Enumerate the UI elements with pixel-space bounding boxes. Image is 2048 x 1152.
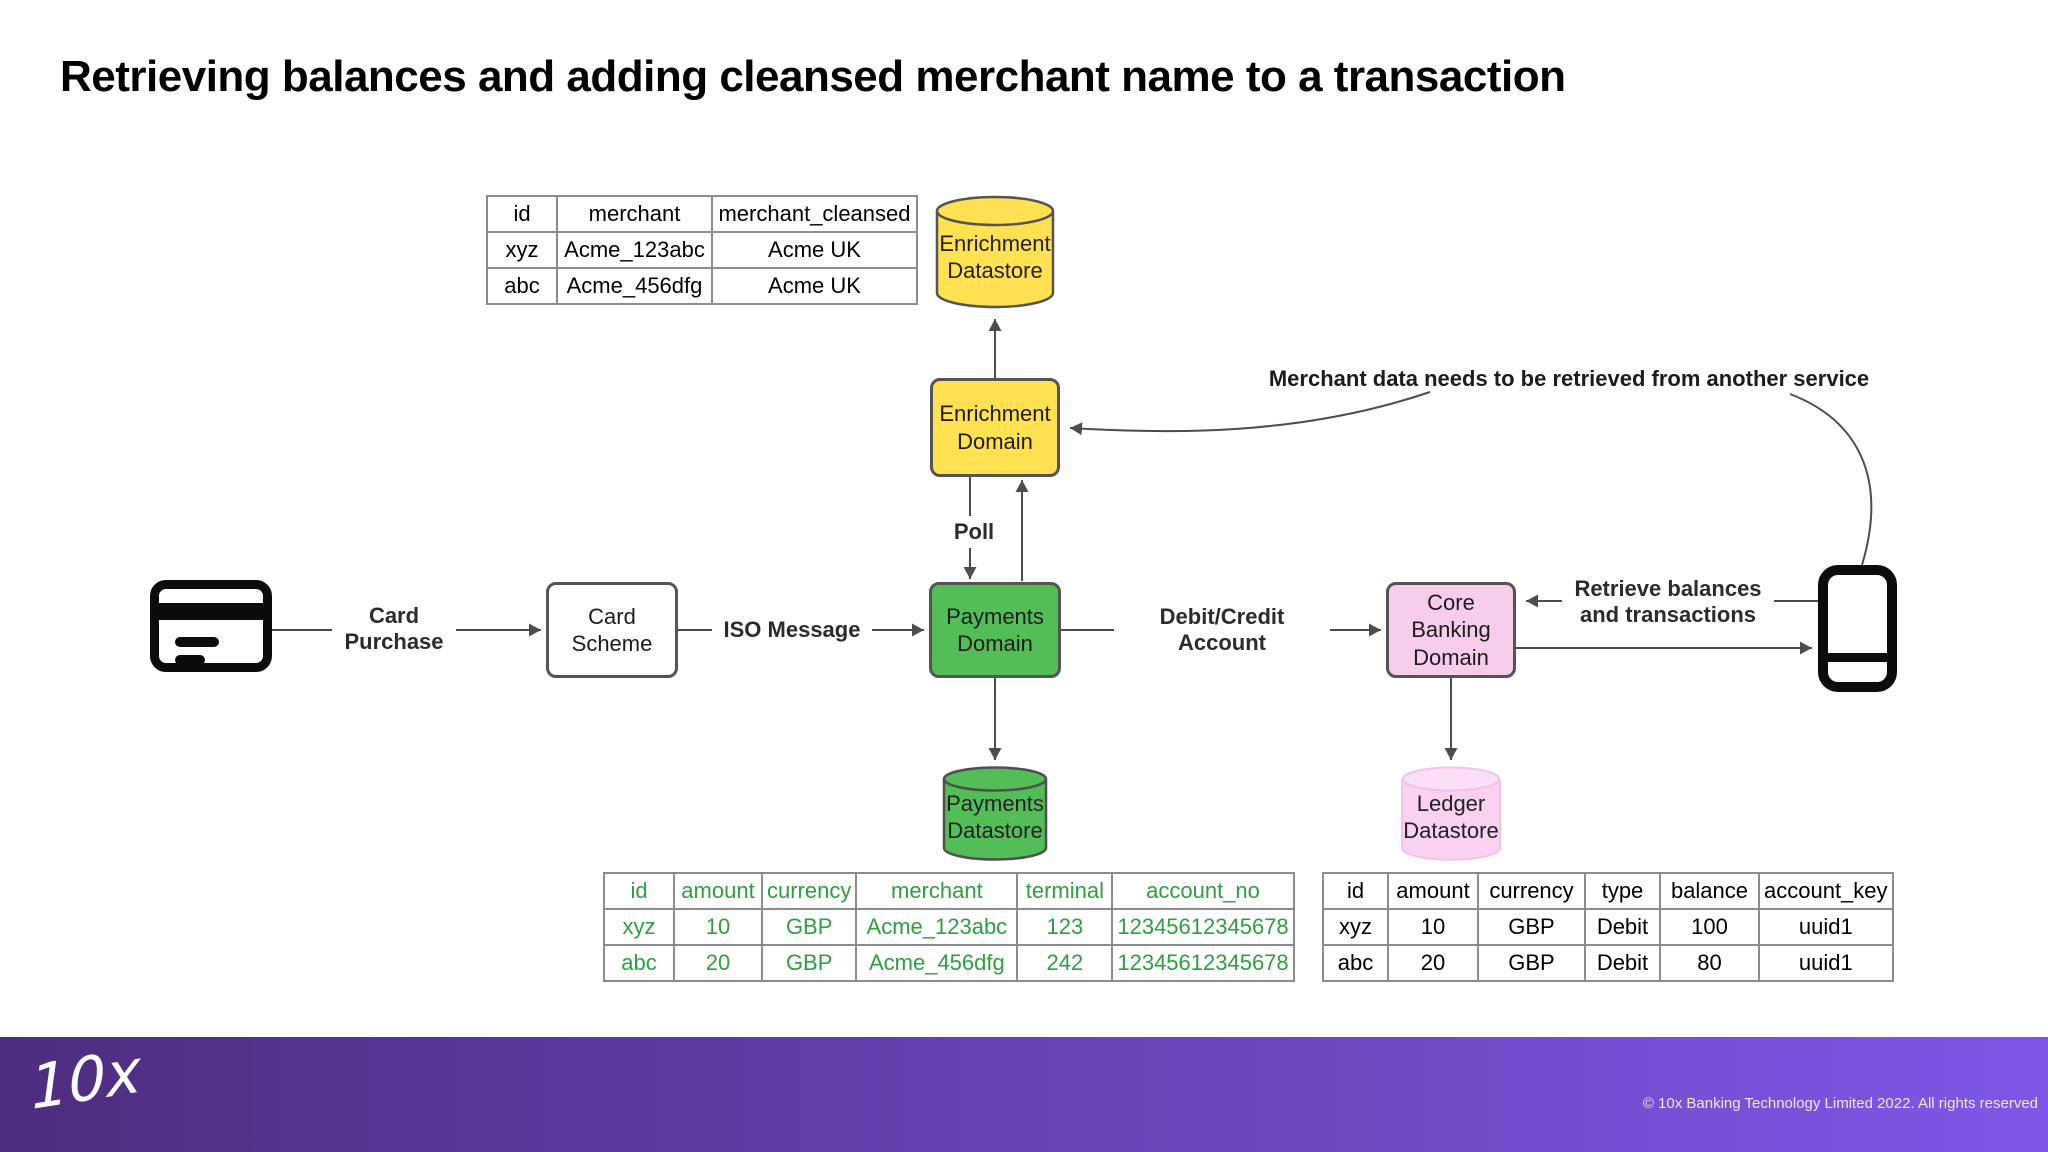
table-header-row: id amount currency merchant terminal acc… — [603, 872, 1295, 910]
table-cell: 242 — [1016, 944, 1114, 982]
table-cell: GBP — [1477, 944, 1586, 982]
iso-message-edge-label: ISO Message — [712, 614, 872, 646]
table-cell: 123 — [1016, 908, 1114, 946]
card-text-line — [175, 637, 219, 647]
card-scheme-label: Card Scheme — [571, 603, 653, 657]
table-header-row: id amount currency type balance account_… — [1322, 872, 1894, 910]
table-row: xyz Acme_123abc Acme UK — [486, 231, 918, 269]
card-stripe — [159, 603, 263, 620]
enrichment-table: id merchant merchant_cleansed xyz Acme_1… — [486, 195, 918, 305]
enrichment-domain-node: Enrichment Domain — [930, 378, 1060, 477]
table-header-cell: type — [1584, 872, 1661, 910]
table-cell: xyz — [486, 231, 558, 269]
table-cell: Debit — [1584, 908, 1661, 946]
table-cell: 20 — [1387, 944, 1479, 982]
edge-annotation-to-phone — [1789, 393, 1873, 566]
table-header-cell: account_key — [1758, 872, 1894, 910]
core-banking-domain-label: Core Banking Domain — [1411, 589, 1491, 670]
card-text-line — [175, 655, 205, 665]
payments-domain-label: Payments Domain — [946, 603, 1044, 657]
table-header-cell: id — [1322, 872, 1389, 910]
card-purchase-edge-label: Card Purchase — [332, 600, 456, 658]
annotation-text: Merchant data needs to be retrieved from… — [1268, 366, 1870, 391]
table-cell: uuid1 — [1758, 944, 1894, 982]
table-cell: 10 — [1387, 908, 1479, 946]
mobile-phone-icon — [1818, 565, 1897, 692]
table-cell: 20 — [673, 944, 763, 982]
table-header-cell: id — [486, 195, 558, 233]
table-row: xyz 10 GBP Acme_123abc 123 1234561234567… — [603, 908, 1295, 946]
database-cylinder-icon — [1401, 766, 1501, 861]
database-cylinder-icon — [942, 766, 1048, 861]
table-header-cell: currency — [760, 872, 858, 910]
footer-bar: 10x © 10x Banking Technology Limited 202… — [0, 1036, 2048, 1152]
phone-home-bar — [1828, 653, 1887, 662]
table-cell: GBP — [1477, 908, 1586, 946]
table-header-cell: merchant_cleansed — [711, 195, 918, 233]
table-cell: Acme UK — [711, 231, 918, 269]
copyright-text: © 10x Banking Technology Limited 2022. A… — [1642, 1095, 2038, 1112]
table-cell: Acme_456dfg — [855, 944, 1019, 982]
ledger-table: id amount currency type balance account_… — [1322, 872, 1894, 982]
page-title: Retrieving balances and adding cleansed … — [60, 52, 1566, 101]
table-cell: uuid1 — [1758, 908, 1894, 946]
table-cell: xyz — [603, 908, 675, 946]
table-cell: 10 — [673, 908, 763, 946]
table-cell: abc — [1322, 944, 1389, 982]
table-cell: Acme_123abc — [556, 231, 713, 269]
table-header-cell: id — [603, 872, 675, 910]
core-banking-domain-node: Core Banking Domain — [1386, 582, 1516, 678]
table-header-cell: terminal — [1016, 872, 1114, 910]
table-cell: Acme_456dfg — [556, 267, 713, 305]
table-cell: Debit — [1584, 944, 1661, 982]
table-cell: abc — [603, 944, 675, 982]
table-header-cell: merchant — [855, 872, 1019, 910]
retrieve-balances-edge-label: Retrieve balances and transactions — [1562, 574, 1774, 630]
table-cell: 80 — [1659, 944, 1760, 982]
table-header-cell: amount — [673, 872, 763, 910]
table-row: abc 20 GBP Acme_456dfg 242 1234561234567… — [603, 944, 1295, 982]
table-header-cell: merchant — [556, 195, 713, 233]
database-cylinder-icon — [935, 195, 1055, 309]
credit-card-icon — [150, 580, 272, 672]
table-row: xyz 10 GBP Debit 100 uuid1 — [1322, 908, 1894, 946]
poll-edge-label: Poll — [942, 516, 1006, 548]
tenx-logo: 10x — [28, 1036, 144, 1124]
table-cell: 12345612345678 — [1111, 908, 1295, 946]
table-cell: Acme UK — [711, 267, 918, 305]
table-cell: Acme_123abc — [855, 908, 1019, 946]
table-cell: 100 — [1659, 908, 1760, 946]
table-header-cell: currency — [1477, 872, 1586, 910]
table-cell: 12345612345678 — [1111, 944, 1295, 982]
table-header-cell: amount — [1387, 872, 1479, 910]
table-row: abc Acme_456dfg Acme UK — [486, 267, 918, 305]
table-row: abc 20 GBP Debit 80 uuid1 — [1322, 944, 1894, 982]
payments-table: id amount currency merchant terminal acc… — [603, 872, 1295, 982]
table-header-cell: balance — [1659, 872, 1760, 910]
table-cell: xyz — [1322, 908, 1389, 946]
table-cell: GBP — [760, 944, 858, 982]
card-scheme-node: Card Scheme — [546, 582, 678, 678]
payments-domain-node: Payments Domain — [929, 582, 1061, 678]
table-cell: abc — [486, 267, 558, 305]
enrichment-domain-label: Enrichment Domain — [939, 401, 1051, 454]
table-header-cell: account_no — [1111, 872, 1295, 910]
table-cell: GBP — [760, 908, 858, 946]
debit-credit-edge-label: Debit/Credit Account — [1114, 604, 1330, 655]
table-header-row: id merchant merchant_cleansed — [486, 195, 918, 233]
edge-annotation-to-enrichment — [1069, 391, 1431, 436]
